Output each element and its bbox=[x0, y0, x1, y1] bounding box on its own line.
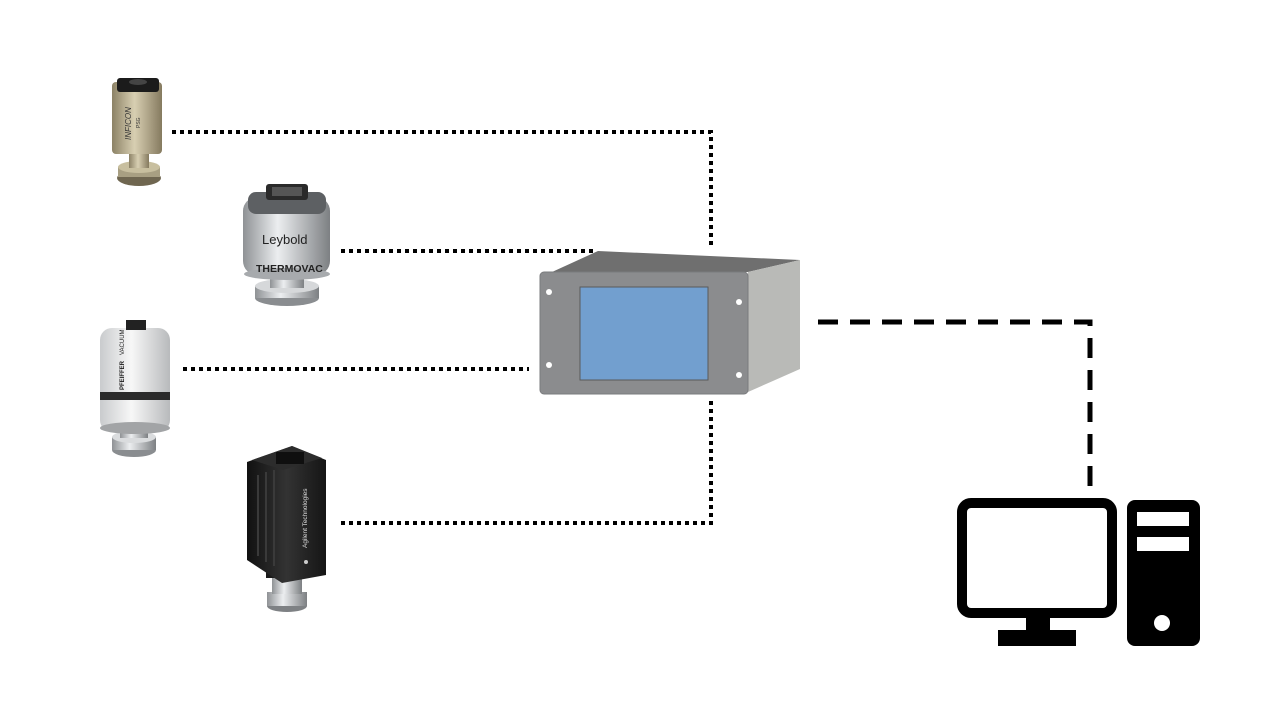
gauge-1-model: PSG bbox=[136, 117, 142, 128]
monitor-icon bbox=[957, 498, 1117, 618]
controller-screen bbox=[579, 286, 709, 381]
pfeiffer-gauge-icon: PFEIFFER VACUUM bbox=[100, 320, 170, 457]
gauge-4-brand: Agilent Technologies bbox=[302, 488, 309, 548]
dotted-line-gauge-4 bbox=[341, 400, 713, 525]
gauge-3-model: VACUUM bbox=[120, 329, 126, 355]
agilent-gauge-icon: Agilent Technologies bbox=[247, 446, 326, 612]
tower-icon bbox=[1127, 500, 1200, 646]
gauge-1-brand: INFICON bbox=[124, 107, 133, 140]
connection-lines bbox=[172, 130, 1093, 525]
gauge-2-model: THERMOVAC bbox=[256, 263, 323, 275]
inficon-gauge-icon: INFICON PSG bbox=[112, 78, 162, 186]
leybold-thermovac-gauge-icon: Leybold THERMOVAC bbox=[243, 184, 330, 306]
gauge-3-brand: PFEIFFER bbox=[120, 360, 126, 390]
dotted-line-gauge-1 bbox=[172, 130, 713, 247]
gauge-2-brand: Leybold bbox=[262, 232, 308, 247]
dashed-line-computer bbox=[818, 319, 1093, 490]
rack-controller-icon bbox=[539, 251, 800, 395]
desktop-computer-icon bbox=[957, 498, 1200, 646]
